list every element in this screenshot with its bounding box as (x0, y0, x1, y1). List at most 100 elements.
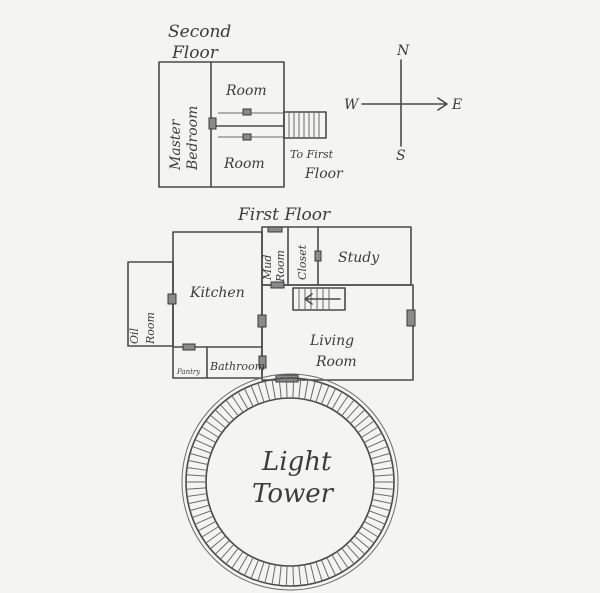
stair-tread-line (285, 378, 288, 399)
stair-tread-line (315, 382, 323, 403)
stair-tread-line (285, 565, 288, 586)
door-marker (270, 281, 285, 289)
stair-tread-line (220, 404, 235, 420)
kitchen-label: Kitchen (189, 285, 245, 301)
stair-tread-line (345, 404, 360, 420)
room-upper-label: Room (225, 83, 267, 99)
stair-tread-line (278, 565, 282, 586)
stair-tread-line (186, 493, 207, 497)
stair-tread-line (264, 563, 271, 584)
stair-tread-line (271, 379, 276, 400)
stair-tread-line (350, 539, 366, 555)
stair-tread-line (243, 388, 254, 407)
second-floor-stairs (283, 111, 327, 139)
stair-tread-line (366, 515, 386, 525)
stair-tread-line (373, 467, 394, 471)
door-marker (182, 343, 196, 351)
stair-tread-line (271, 564, 276, 585)
light-tower-stair-hatching (186, 378, 394, 586)
stair-tread-line (373, 487, 394, 490)
oil-room-label-line1: Oil (128, 327, 141, 344)
stair-tread-line (321, 385, 330, 405)
stair-tread-line (360, 526, 379, 538)
door-marker (267, 226, 283, 233)
stair-tread-line (292, 565, 295, 586)
stair-tread-line (231, 551, 244, 569)
stair-tread-line (345, 544, 360, 560)
stair-tread-line (336, 551, 349, 569)
stair-tread-line (201, 526, 220, 538)
light-tower-outline (181, 373, 399, 591)
stair-tread-line (201, 426, 220, 438)
stair-tread-line (250, 559, 259, 579)
compass-north-label: N (396, 43, 410, 59)
stair-tread-line (363, 432, 383, 444)
stair-tread-line (331, 391, 343, 410)
door-marker (258, 355, 267, 369)
door-marker (314, 250, 322, 262)
stair-tread-line (225, 547, 239, 565)
stair-tread-line (225, 399, 239, 417)
stair-tread-line (315, 561, 323, 582)
stair-tread-line (354, 414, 370, 429)
compass-arrow-icon (437, 97, 448, 111)
stair-tread-line (188, 459, 208, 466)
stair-tread-line (341, 399, 355, 417)
stair-tread-line (341, 547, 355, 565)
master-bedroom-label-line2: Bedroom (185, 106, 201, 171)
stair-tread-line (197, 520, 217, 532)
stair-tread-line (298, 378, 302, 399)
stair-tread-line (250, 385, 259, 405)
stair-tread-line (321, 559, 330, 579)
mud-room-label-line2: Room (274, 250, 287, 283)
stair-tread-line (368, 445, 388, 454)
stair-tread-line (363, 520, 383, 532)
living-room-label-line2: Room (315, 354, 357, 370)
stair-tread-line (189, 452, 210, 460)
stair-tread-line (372, 459, 392, 466)
closet-label: Closet (296, 244, 309, 280)
second-floor-plan: Second Floor To First Floor Master Bedro (158, 22, 344, 188)
study-label: Study (338, 250, 380, 266)
door-marker (242, 133, 252, 141)
stair-tread-line (186, 487, 207, 490)
door-marker (167, 293, 177, 305)
stair-tread-line (373, 493, 394, 497)
stair-tread-line (370, 504, 391, 512)
stair-tread-line (197, 432, 217, 444)
pantry-label: Pantry (176, 368, 201, 376)
stair-tread-line (326, 388, 337, 407)
door-marker (242, 108, 252, 116)
stair-tread-line (205, 420, 223, 434)
stair-tread-line (298, 565, 302, 586)
stair-tread-line (331, 554, 343, 573)
stair-tread-line (336, 395, 349, 413)
door-marker (257, 314, 267, 328)
compass-west-label: W (344, 97, 360, 113)
stairs-note-line1: To First (290, 148, 334, 161)
stair-tread-line (192, 445, 212, 454)
stair-tread-line (309, 563, 316, 584)
stair-tread-line (292, 378, 295, 399)
stair-tread-line (237, 554, 249, 573)
stairs-note-line2: Floor (304, 166, 344, 182)
compass-east-label: E (451, 97, 462, 113)
stair-tread-line (354, 535, 370, 550)
stair-tread-line (192, 510, 212, 519)
stair-tread-line (368, 510, 388, 519)
stair-tread-line (205, 530, 223, 544)
door-marker (406, 309, 416, 327)
stair-tread-line (237, 391, 249, 410)
stair-tread-line (350, 409, 366, 425)
stair-tread-line (210, 414, 226, 429)
stair-tread-line (309, 380, 316, 401)
stair-tread-line (357, 530, 375, 544)
master-bedroom-label-line1: Master (168, 118, 184, 171)
oil-room-label-line2: Room (144, 312, 157, 345)
stair-tread-line (257, 382, 265, 403)
stair-tread-line (257, 561, 265, 582)
stair-tread-line (326, 557, 337, 576)
stair-tread-line (210, 535, 226, 550)
stair-tread-line (194, 515, 214, 525)
stair-tread-line (243, 557, 254, 576)
